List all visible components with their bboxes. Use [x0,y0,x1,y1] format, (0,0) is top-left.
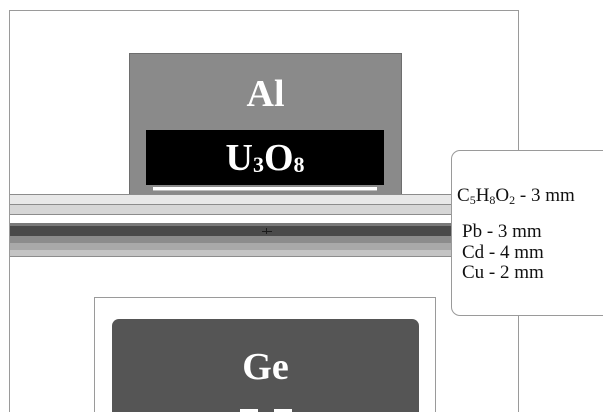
aluminium-label: Al [246,73,285,115]
legend-item-lead: Pb - 3 mm [462,221,542,242]
uranium-oxide-label: U3O8 [146,133,384,183]
legend-plastic-c-sub: 5 [469,193,476,207]
layer-legend-box [451,150,603,316]
legend-item-copper: Cu - 2 mm [462,262,544,283]
detector-cut-off-text [112,404,419,412]
legend-plastic-thickness: - 3 mm [515,185,575,206]
layer-copper-lower [10,250,518,257]
layer-copper [10,243,518,250]
sample-subscript-o: 8 [293,152,305,177]
center-mark-horizontal [262,231,272,232]
legend-plastic-o-sub: 2 [509,193,516,207]
layer-plastic-lower [10,205,518,215]
sample-subscript-u: 3 [252,152,264,177]
legend-plastic-h: H [475,185,490,206]
sample-element-o: O [263,137,294,179]
outer-frame-left [9,10,10,412]
legend-item-plastic: C5H8O2 - 3 mm [457,186,575,210]
layer-lead-edge [10,223,518,226]
outer-frame-top [9,10,519,11]
legend-plastic-o: O [495,185,510,206]
legend-plastic-c: C [457,185,470,206]
legend-plastic-h-sub: 8 [489,193,496,207]
legend-item-cadmium: Cd - 4 mm [462,242,544,263]
center-mark-vertical [266,228,267,234]
germanium-label: Ge [242,346,289,388]
uranium-oxide-sample [146,130,384,185]
germanium-detector [112,319,419,412]
sample-base-strip [153,187,377,191]
sample-element-u: U [225,137,253,179]
layer-cadmium [10,236,518,243]
layer-plastic [10,194,518,205]
